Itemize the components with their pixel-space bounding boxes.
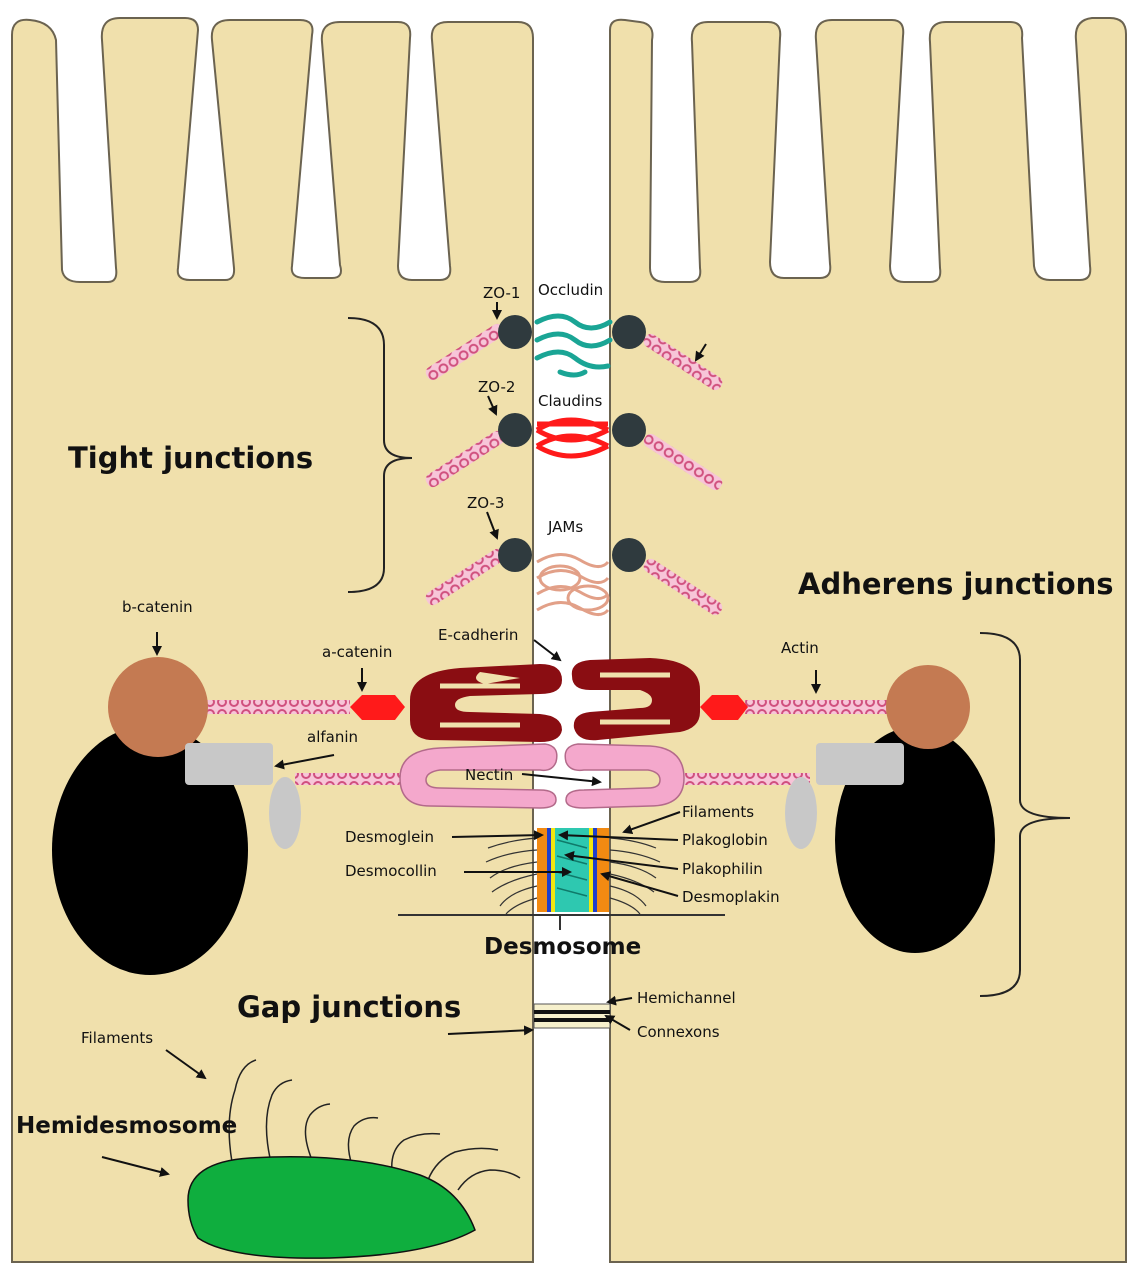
e-cadherin-protein [410, 658, 700, 742]
desmoplakin-label: Desmoplakin [682, 888, 780, 906]
occludin-label: Occludin [538, 281, 603, 299]
b-catenin-label: b-catenin [122, 598, 193, 616]
desmoplakin-plaque [597, 828, 609, 912]
plakophilin-label: Plakophilin [682, 860, 763, 878]
right-cell [610, 18, 1126, 1262]
actin-label: Actin [781, 639, 819, 657]
b-catenin-protein [108, 657, 208, 757]
actin-strand [745, 700, 890, 714]
e-cadherin-label: E-cadherin [438, 626, 518, 644]
gap-junctions-label: Gap junctions [237, 990, 461, 1024]
plakoglobin-layer [551, 828, 555, 912]
afadin-protein [785, 777, 817, 849]
desmoglein-label: Desmoglein [345, 828, 434, 846]
a-catenin-label: a-catenin [322, 643, 392, 661]
zo3-protein [498, 538, 532, 572]
claudin-protein [537, 420, 608, 456]
plakoglobin-layer [589, 828, 593, 912]
desmocollin-label: Desmocollin [345, 862, 437, 880]
adherens-junctions-label: Adherens junctions [798, 567, 1114, 601]
plakophilin-layer [593, 828, 597, 912]
b-catenin-protein [886, 665, 970, 749]
filaments-hemi-label: Filaments [81, 1029, 153, 1047]
connexon-channel [534, 1004, 610, 1028]
plakoglobin-label: Plakoglobin [682, 831, 768, 849]
tight-junctions-label: Tight junctions [68, 441, 313, 475]
claudins-label: Claudins [538, 392, 603, 410]
zo2-protein [498, 413, 532, 447]
hemidesmosome-label: Hemidesmosome [16, 1113, 237, 1139]
afadin-protein [269, 777, 301, 849]
occludin-protein [537, 316, 610, 375]
actin-strand [205, 700, 350, 714]
zo1-label: ZO-1 [483, 284, 520, 302]
afadin-protein [816, 743, 904, 785]
zo1-protein [498, 315, 532, 349]
nectin-label: Nectin [465, 766, 513, 784]
zo3-protein [612, 538, 646, 572]
zo1-protein [612, 315, 646, 349]
actin-strand [680, 773, 810, 785]
jam-protein [537, 554, 608, 614]
desmosome-label: Desmosome [484, 934, 641, 960]
actin-strand [295, 773, 405, 785]
zo2-protein [612, 413, 646, 447]
connexons-label: Connexons [637, 1023, 720, 1041]
jams-label: JAMs [547, 518, 583, 536]
hemichannel-label: Hemichannel [637, 989, 736, 1007]
zo3-label: ZO-3 [467, 494, 504, 512]
plakophilin-layer [547, 828, 551, 912]
alfanin-label: alfanin [307, 728, 358, 746]
e-cadherin-arrow [534, 640, 560, 660]
filaments-desmo-label: Filaments [682, 803, 754, 821]
desmoplakin-plaque [537, 828, 547, 912]
zo2-label: ZO-2 [478, 378, 515, 396]
afadin-protein [185, 743, 273, 785]
